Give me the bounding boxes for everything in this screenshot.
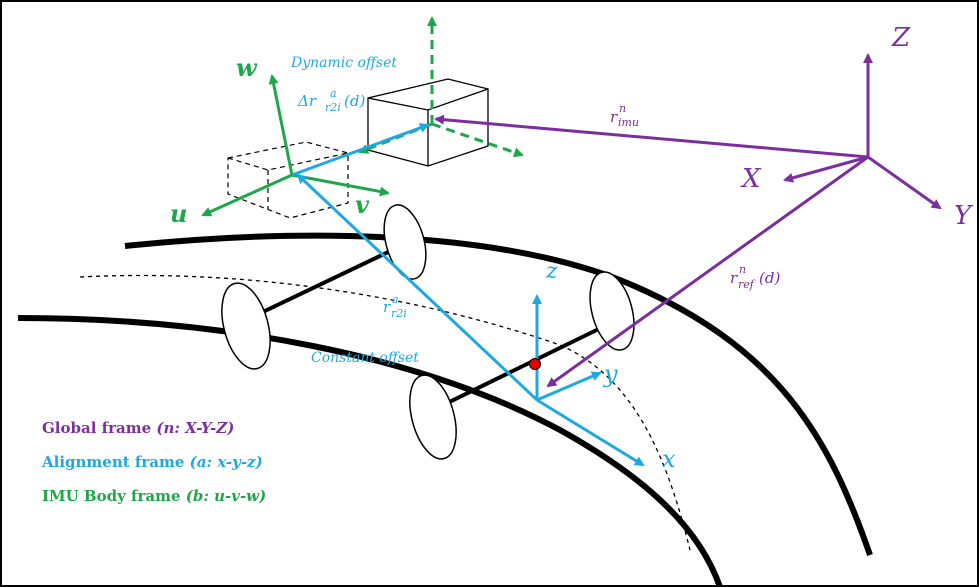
svg-text:n: n [619,102,626,115]
svg-text:r: r [383,298,391,316]
svg-text:a: a [330,87,337,100]
constant-offset-label: Constant offset [311,350,419,366]
r-ref-vector [546,155,869,388]
svg-text:(d): (d) [759,269,780,287]
r2i-label: r a r2i [383,293,407,320]
reference-point [529,358,541,370]
dynamic-offset-vector [291,123,430,177]
svg-text:r: r [610,108,618,126]
legend-imu: IMU Body frame (b: u-v-w) [42,487,266,505]
global-y-axis [867,155,942,210]
align-y-axis [536,371,602,402]
global-y-label: Y [954,201,974,231]
align-x-axis [536,398,645,467]
imu-u-axis [201,173,293,217]
global-frame-axes [434,53,942,388]
align-x-label: x [662,445,676,473]
dyn-right-axis [431,122,524,158]
imu-w-label: w [236,53,258,82]
imu-dashed-cube [227,141,349,219]
imu-u-label: u [170,199,187,228]
wheel-front-right [589,271,635,351]
alignment-frame-axes [291,123,645,467]
wheel-rear-left [221,282,271,370]
global-z-label: Z [891,23,911,53]
svg-text:Δr: Δr [297,92,317,110]
dynamic-offset-label: Dynamic offset [290,55,397,71]
legend-global: Global frame (n: X-Y-Z) [42,419,234,437]
center-dashed-line [79,274,691,551]
front-axle [432,320,614,412]
imu-frame-axes [201,74,390,217]
wheel-rear-right [383,204,427,280]
imu-v-label: v [355,190,370,219]
outer-rail-top [124,232,873,556]
imu-w-axis [268,74,294,176]
delta-r-label: Δr a r2i (d) [297,87,365,114]
r2i-vector [296,173,539,402]
svg-text:n: n [739,263,746,276]
svg-text:ref: ref [738,278,756,291]
svg-text:r2i: r2i [391,307,407,320]
svg-text:r2i: r2i [325,101,341,114]
global-x-axis [783,155,869,183]
align-z-label: z [545,259,558,284]
rear-axle [245,242,406,322]
r-imu-label: r n imu [610,102,639,129]
legend-alignment: Alignment frame (a: x-y-z) [41,453,263,471]
r-ref-label: r n ref (d) [730,263,780,291]
svg-text:(d): (d) [344,92,365,110]
svg-text:imu: imu [618,116,639,129]
global-x-label: X [740,164,762,194]
r-imu-vector [434,114,869,159]
svg-text:a: a [392,293,399,306]
wheel-front-left [409,374,457,460]
svg-text:r: r [730,269,738,287]
legend: Global frame (n: X-Y-Z) Alignment frame … [41,419,266,505]
imu-v-axis [291,173,390,197]
outer-rail-bottom [17,315,723,587]
align-y-label: y [603,360,618,388]
